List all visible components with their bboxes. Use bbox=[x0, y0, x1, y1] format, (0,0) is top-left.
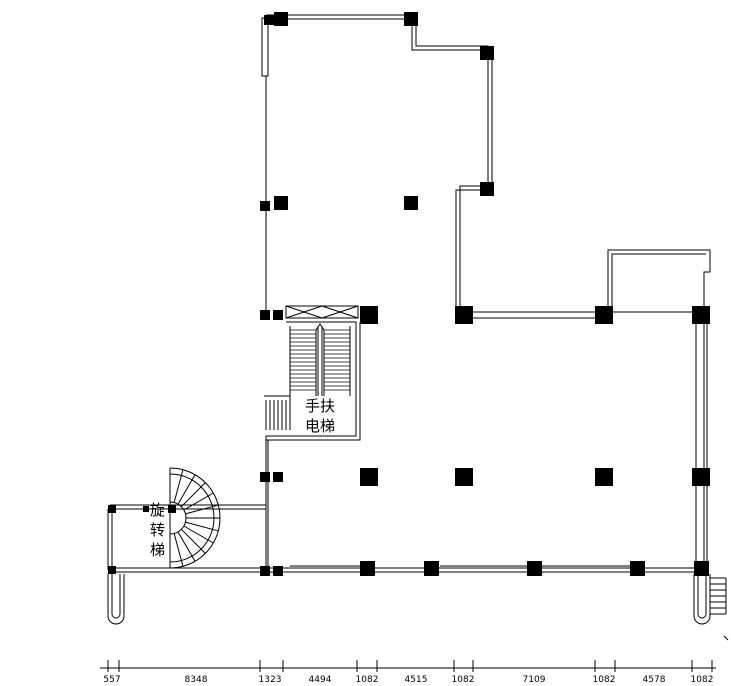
column-30 bbox=[694, 561, 709, 576]
column-25 bbox=[273, 566, 283, 576]
dimension-label: 557 bbox=[103, 675, 120, 685]
side-stair bbox=[264, 395, 291, 430]
column-0 bbox=[264, 15, 274, 25]
spiral-tread bbox=[177, 474, 196, 505]
entry-steps bbox=[710, 577, 729, 641]
spiral-tread bbox=[177, 531, 196, 562]
column-26 bbox=[360, 561, 375, 576]
column-8 bbox=[260, 310, 270, 320]
escalator-treads bbox=[290, 329, 350, 391]
dimension-ticks bbox=[107, 660, 713, 672]
column-16 bbox=[360, 468, 378, 486]
dimension-label: 8348 bbox=[185, 675, 208, 685]
column-13 bbox=[692, 306, 710, 324]
column-15 bbox=[273, 472, 283, 482]
dimension-label: 1323 bbox=[259, 675, 282, 685]
column-29 bbox=[630, 561, 645, 576]
dimension-label: 7109 bbox=[523, 675, 546, 685]
spiral-stair-label-line3: 梯 bbox=[150, 541, 166, 559]
escalator-label-line1: 手扶 bbox=[305, 397, 336, 415]
escalator-label-line2: 电梯 bbox=[305, 417, 336, 435]
spiral-stair bbox=[169, 467, 221, 569]
column-1 bbox=[274, 12, 288, 26]
right-annex-walls bbox=[460, 249, 711, 319]
dimension-label: 1082 bbox=[691, 675, 714, 685]
dimension-label: 4578 bbox=[643, 675, 666, 685]
column-4 bbox=[480, 182, 494, 196]
column-27 bbox=[424, 561, 439, 576]
spiral-tread bbox=[183, 525, 214, 544]
column-21 bbox=[143, 506, 149, 512]
dimension-label: 4494 bbox=[309, 675, 332, 685]
spiral-tread bbox=[173, 533, 184, 567]
upper-tower-walls bbox=[261, 14, 493, 316]
column-9 bbox=[273, 310, 283, 320]
spiral-tread bbox=[185, 504, 219, 515]
spiral-tread bbox=[185, 521, 219, 532]
lower-floor-walls bbox=[107, 440, 700, 573]
spiral-stair-label-line2: 转 bbox=[150, 521, 166, 539]
spiral-tread bbox=[180, 528, 206, 554]
column-22 bbox=[168, 505, 176, 513]
right-facade-wall bbox=[695, 320, 708, 570]
column-19 bbox=[692, 468, 710, 486]
spiral-tread bbox=[180, 482, 206, 508]
balconies bbox=[107, 574, 711, 625]
column-17 bbox=[455, 468, 473, 486]
column-5 bbox=[260, 201, 270, 211]
spiral-tread bbox=[183, 492, 214, 511]
column-11 bbox=[455, 306, 473, 324]
column-18 bbox=[595, 468, 613, 486]
spiral-stair-label-line1: 旋 bbox=[150, 501, 166, 519]
column-12 bbox=[595, 306, 613, 324]
column-3 bbox=[480, 46, 494, 60]
dimension-label: 1082 bbox=[593, 675, 616, 685]
column-6 bbox=[274, 196, 288, 210]
column-7 bbox=[404, 196, 418, 210]
structural-columns bbox=[108, 12, 710, 576]
column-14 bbox=[260, 472, 270, 482]
dimension-label: 4515 bbox=[405, 675, 428, 685]
column-10 bbox=[360, 306, 378, 324]
dimension-label: 1082 bbox=[452, 675, 475, 685]
column-20 bbox=[108, 505, 116, 513]
dimension-label: 1082 bbox=[356, 675, 379, 685]
dimension-labels: 557 8348 1323 4494 1082 4515 1082 7109 1082 4578 1… bbox=[103, 675, 713, 685]
spiral-tread bbox=[173, 469, 184, 503]
column-28 bbox=[527, 561, 542, 576]
column-24 bbox=[260, 566, 270, 576]
column-2 bbox=[404, 12, 418, 26]
column-23 bbox=[108, 566, 116, 574]
